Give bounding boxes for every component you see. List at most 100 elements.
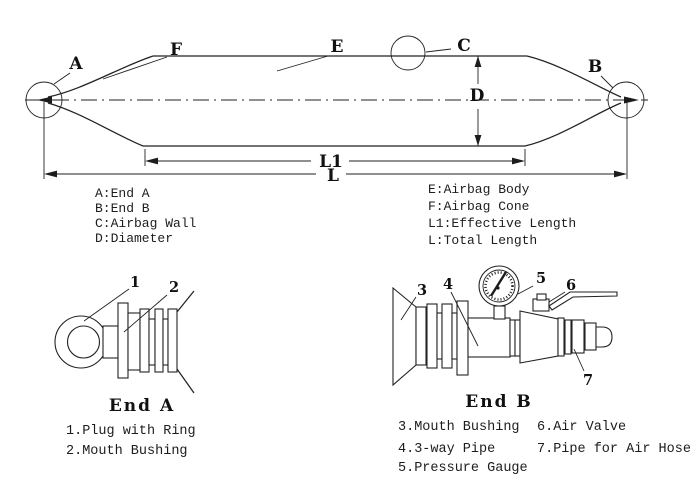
dim-l-arrow-left-icon [44,170,57,178]
leader-7 [573,348,585,372]
callout-3: 3 [417,282,427,299]
end-b-detail-circle [607,81,645,119]
callout-2: 2 [169,279,179,296]
end-b-bushing-section-1 [415,306,427,366]
callout-1: 1 [130,274,140,291]
legend-right-row-1: F:Airbag Cone [428,199,529,214]
end-b-detail: 3 4 5 6 7 End B 3.Mouth Bushing 4.3-way … [392,265,691,476]
gauge-stem [493,305,506,320]
leader-3 [400,296,417,321]
valve-handle [548,291,618,311]
leader-a [53,72,71,85]
leader-5 [517,285,534,295]
gauge-face-inner [482,269,516,303]
callout-4: 4 [443,276,453,293]
bushing-plate [117,302,129,379]
valve-nut [532,298,550,312]
leader-4 [450,291,479,347]
dim-d-arrow-down-icon [474,135,482,146]
leader-e [276,55,329,72]
end-b-bushing-section-3 [451,312,458,360]
end-a-title: End A [109,396,175,416]
gauge-needle-hub [496,286,500,290]
gauge-needle-icon [489,271,508,297]
legend-right-row-2: L1:Effective Length [428,216,576,231]
end-b-bushing-plate [456,300,469,376]
valve-coupling-ring-1 [509,319,516,357]
leader-c [425,48,452,53]
end-a-item-0: 1.Plug with Ring [66,424,196,439]
leader-f [102,56,168,80]
end-a-cone-bottom [176,368,195,394]
bushing-rib-1 [139,308,150,373]
dim-l1-arrow-left-icon [145,157,158,165]
end-a-cone-top [176,290,195,313]
plug-ring-inner [66,325,101,359]
callout-a: A [68,54,83,74]
valve-body [519,310,559,364]
legend-left-row-1: B:End B [95,201,150,216]
dim-l1-arrow-right-icon [512,157,525,165]
gauge-ticks-icon [484,271,514,301]
legend-right-row-3: L:Total Length [428,233,537,248]
callout-e: E [331,37,344,57]
legend-left-row-3: D:Diameter [95,231,173,246]
callout-7: 7 [583,372,593,389]
callout-b: B [588,57,602,77]
leader-2 [123,294,168,333]
end-a-tip-icon [37,96,52,104]
bushing-rib-2 [154,308,164,373]
end-a-detail: 1 2 End A 1.Plug with Ring 2.Mouth Bushi… [54,274,196,459]
end-b-bushing-section-2 [436,312,443,360]
plug-neck [102,325,119,359]
callout-l1: L1 [319,152,343,172]
airbag-right-lower-cone [524,102,622,147]
end-b-title: End B [465,392,533,412]
airbag-left-upper-cone [47,55,154,98]
end-b-item-right-1: 7.Pipe for Air Hose [537,442,691,457]
end-b-tip-icon [624,96,639,104]
air-valve [509,291,618,364]
leader-1 [83,288,130,322]
end-a-item-1: 2.Mouth Bushing [66,444,188,459]
end-b-item-left-1: 4.3-way Pipe [398,442,495,457]
pressure-gauge [478,265,520,320]
hose-rib-2 [584,322,597,351]
dimension-l: L [43,102,628,186]
end-b-item-left-0: 3.Mouth Bushing [398,420,520,435]
callout-l: L [327,166,339,186]
valve-coupling-ring-2 [514,319,521,357]
legend-left-row-2: C:Airbag Wall [95,216,197,231]
bushing-section-2 [148,318,156,366]
leader-6 [548,291,566,303]
hose-tip [595,326,613,348]
hose-rib-1 [571,319,585,354]
three-way-pipe-body [467,317,511,358]
end-b-item-left-2: 5.Pressure Gauge [398,461,528,476]
legend-right: E:Airbag Body F:Airbag Cone L1:Effective… [428,182,576,248]
leader-b [600,75,614,89]
end-b-bushing-rib-2 [441,303,453,369]
airbag-side-view: A F E C B D L1 [25,35,648,186]
legend-right-row-0: E:Airbag Body [428,182,530,197]
legend-left: A:End A B:End B C:Airbag Wall D:Diameter [95,186,197,246]
hose-ring-2 [564,319,572,355]
dim-d-arrow-up-icon [474,56,482,67]
dimension-l1: L1 [144,149,526,172]
dimension-d: D [470,56,485,146]
bushing-section-1 [127,312,141,371]
airbag-right-upper-cone [526,55,622,98]
hose-ring-1 [557,317,565,357]
legend-left-row-0: A:End A [95,186,150,201]
airbag-left-lower-cone [47,102,144,147]
valve-stem-cap [536,293,547,301]
airbag-wall-circle [390,35,426,71]
callout-5: 5 [536,270,546,287]
end-b-bushing-rib-1 [426,303,438,369]
dim-l-arrow-right-icon [614,170,627,178]
bushing-section-3 [162,318,169,366]
callout-c: C [457,36,471,56]
callout-6: 6 [566,277,576,294]
